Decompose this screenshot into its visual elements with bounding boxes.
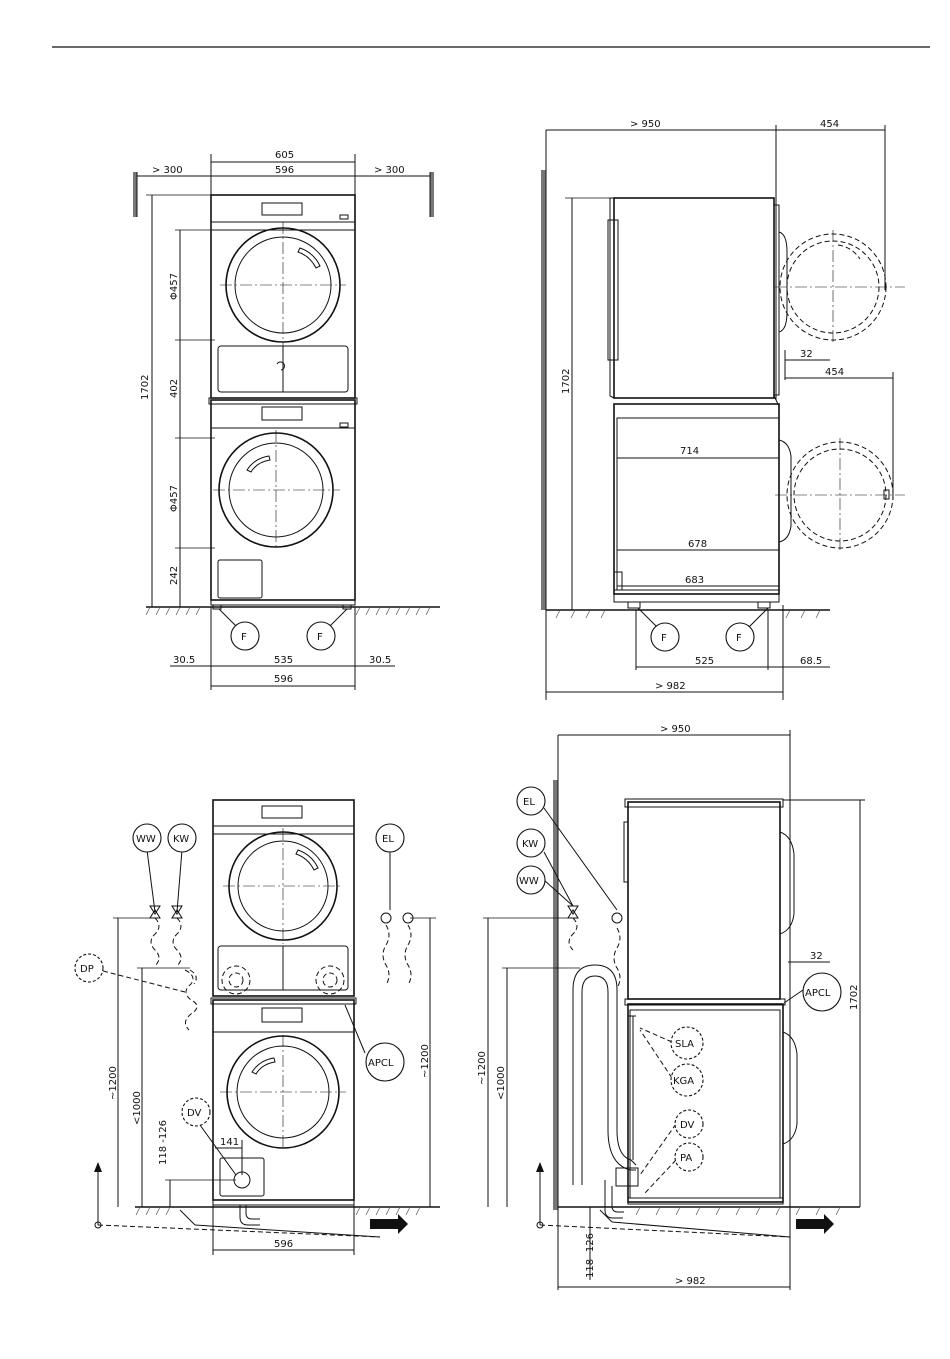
dim-68-5: 68.5 <box>800 656 822 667</box>
foot-left-label: F <box>241 632 247 643</box>
dim-30-5-right: 30.5 <box>369 655 391 666</box>
side-el-label: EL <box>523 797 535 808</box>
dim-1702-side: 1702 <box>561 369 572 394</box>
kw-label: KW <box>173 834 189 845</box>
dim-683: 683 <box>685 575 704 586</box>
dim-950-bottom: > 950 <box>660 724 691 735</box>
dim-clear-right: > 300 <box>374 165 405 176</box>
side-view-top-labels: > 950 454 32 454 1702 714 678 683 525 68… <box>561 119 844 692</box>
dim-402: 402 <box>169 379 180 398</box>
dim-454-upper: 454 <box>820 119 839 130</box>
dim-door-lower: Φ457 <box>169 485 180 512</box>
dim-141: 141 <box>220 1137 239 1148</box>
dim-1000-side: <1000 <box>496 1066 507 1100</box>
side-ww-label: WW <box>519 876 539 887</box>
apcl-label: APCL <box>368 1058 394 1069</box>
kga-label: KGA <box>673 1076 694 1087</box>
side-kw-label: KW <box>522 839 538 850</box>
dim-1200-left: ~1200 <box>108 1066 119 1100</box>
side-view-bottom <box>483 730 865 1290</box>
dim-454-lower: 454 <box>825 367 844 378</box>
dim-1200-side: ~1200 <box>477 1051 488 1085</box>
dim-982-bottom: > 982 <box>675 1276 706 1287</box>
dv-label: DV <box>187 1108 202 1119</box>
front-view-top <box>133 154 440 690</box>
dim-32-top: 32 <box>800 349 813 360</box>
dp-label: DP <box>80 964 94 975</box>
pa-label: PA <box>680 1153 692 1164</box>
front-view-bottom-labels: WW KW EL DP APCL DV ~1200 <1000 118 -126… <box>80 834 431 1250</box>
dim-596-lower: 596 <box>274 1239 293 1250</box>
dim-678: 678 <box>688 539 707 550</box>
dim-clear-left: > 300 <box>152 165 183 176</box>
ww-label: WW <box>136 834 156 845</box>
dim-982-top: > 982 <box>655 681 686 692</box>
side-apcl-label: APCL <box>805 988 831 999</box>
dim-242: 242 <box>169 566 180 585</box>
dim-32-bottom: 32 <box>810 951 823 962</box>
dim-1702-bottom: 1702 <box>849 985 860 1010</box>
dim-596-top: 596 <box>275 165 294 176</box>
dim-1702: 1702 <box>140 375 151 400</box>
side-view-top <box>541 125 905 700</box>
dim-door-upper: Φ457 <box>169 273 180 300</box>
side-dv-label: DV <box>680 1120 695 1131</box>
dim-535: 535 <box>274 655 293 666</box>
dim-1000-left: <1000 <box>132 1091 143 1125</box>
dim-950-top: > 950 <box>630 119 661 130</box>
side-foot-right-label: F <box>736 633 742 644</box>
dim-605: 605 <box>275 150 294 161</box>
dim-596-bottom: 596 <box>274 674 293 685</box>
dim-525: 525 <box>695 656 714 667</box>
dim-118-side: 118 -126 <box>585 1233 596 1278</box>
el-label: EL <box>382 834 394 845</box>
dim-118-left: 118 -126 <box>158 1120 169 1165</box>
dim-30-5-left: 30.5 <box>173 655 195 666</box>
front-view-bottom <box>75 800 440 1255</box>
dim-714: 714 <box>680 446 699 457</box>
dim-1200-right: ~1200 <box>420 1044 431 1078</box>
foot-right-label: F <box>317 632 323 643</box>
side-foot-left-label: F <box>661 633 667 644</box>
sla-label: SLA <box>675 1039 694 1050</box>
